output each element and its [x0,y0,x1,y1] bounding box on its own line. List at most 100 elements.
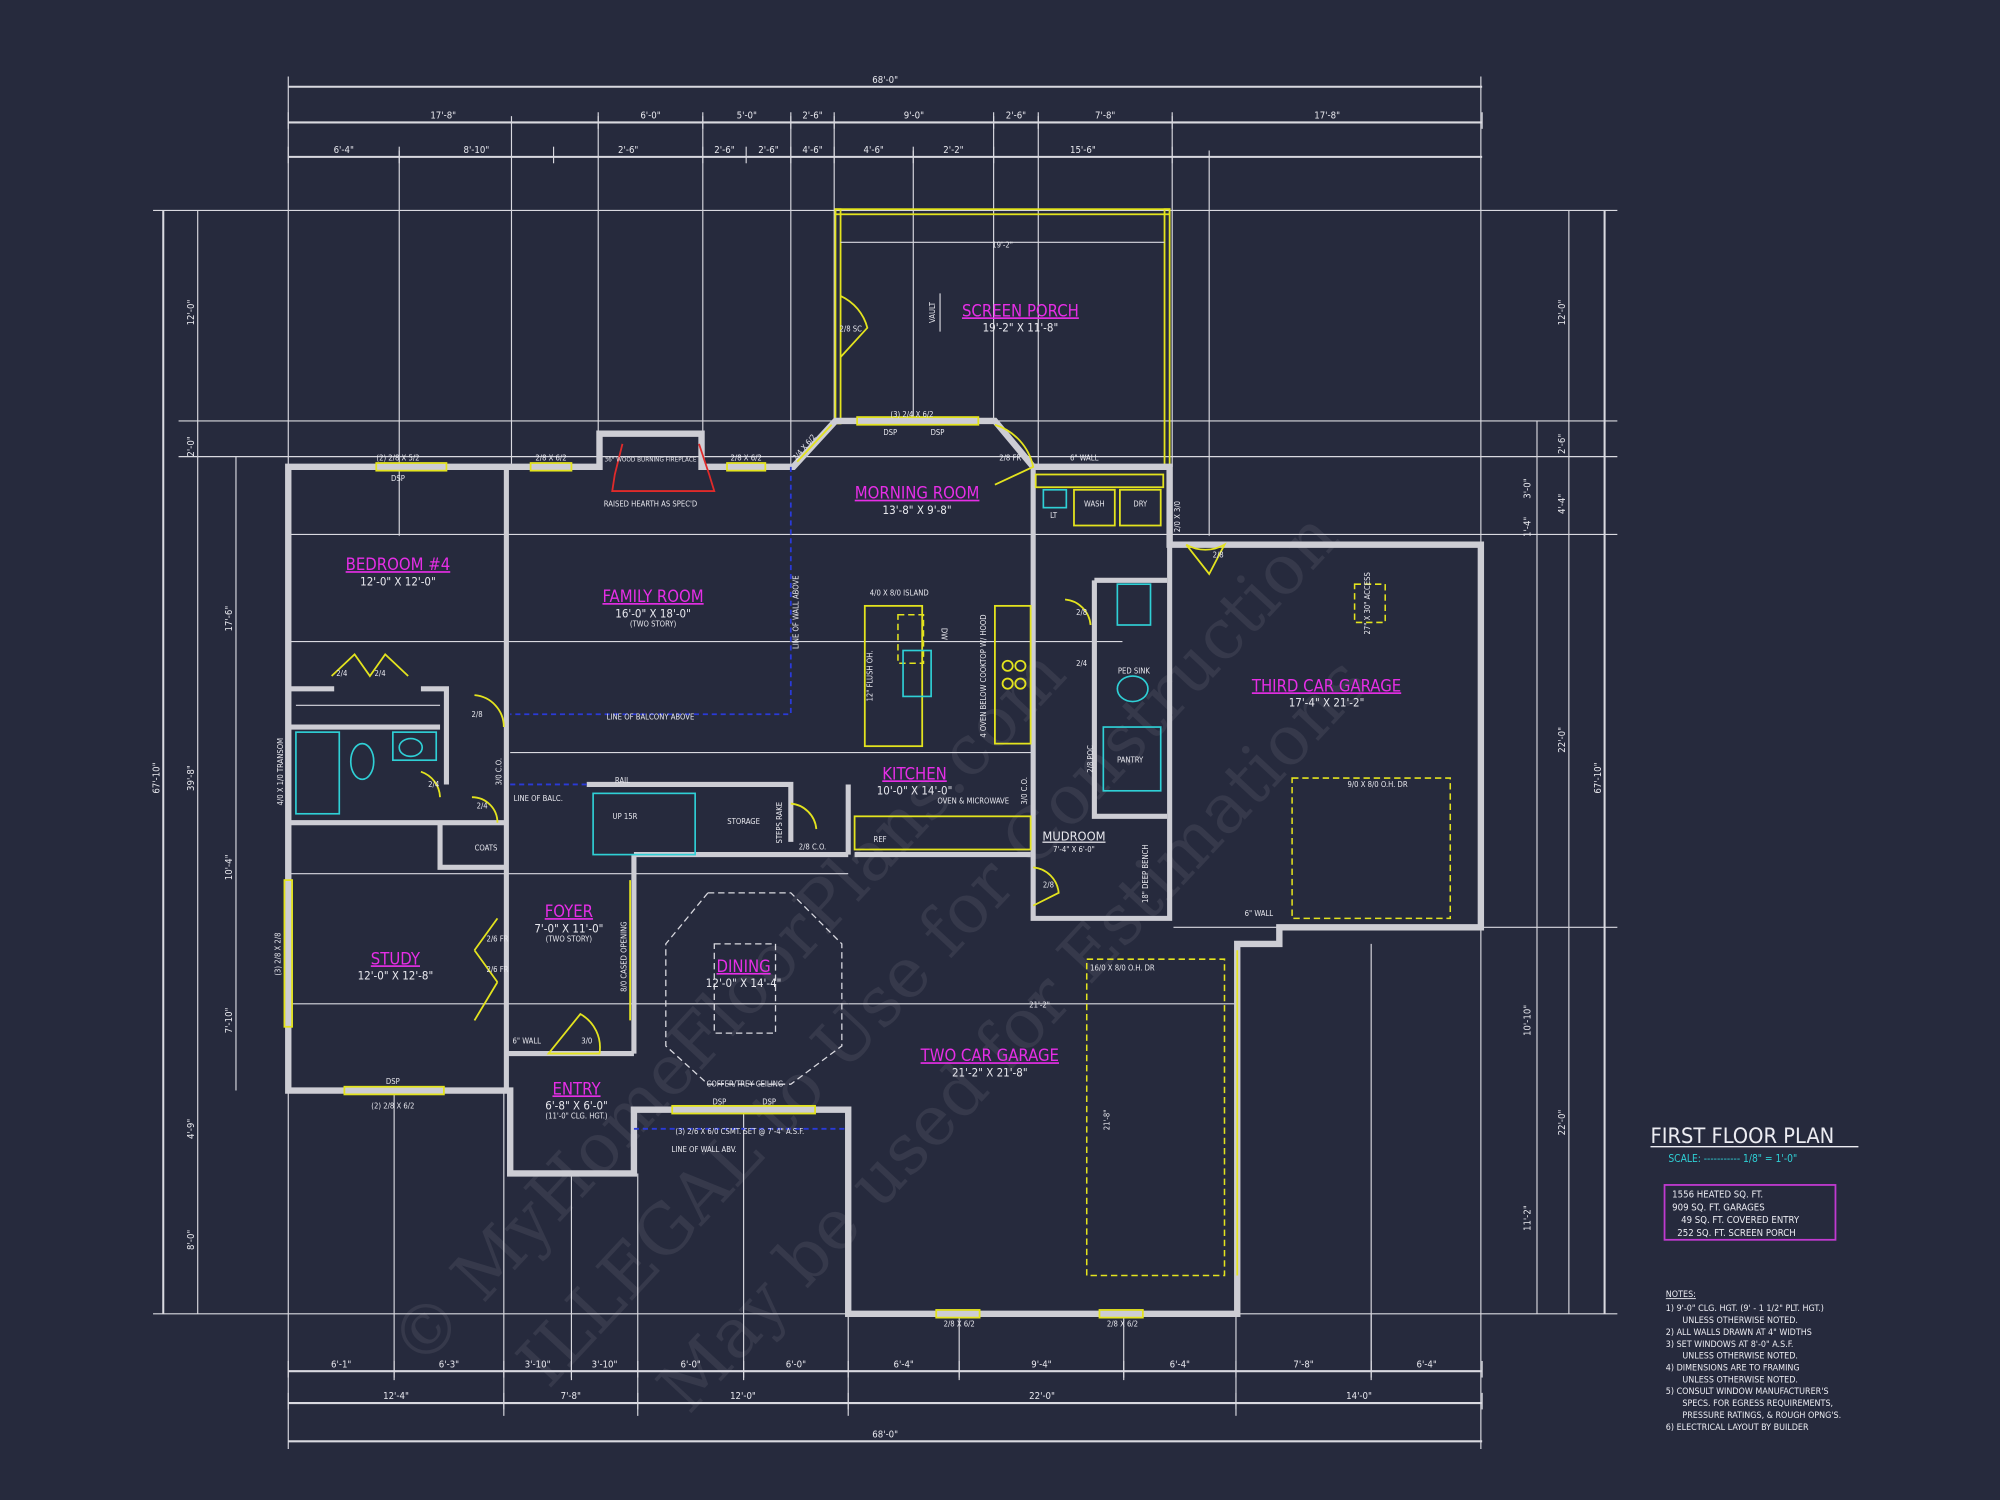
annotation: RAIL [615,776,630,785]
room-name: ENTRY [552,1079,601,1098]
annotation: 2/4 [1076,659,1087,668]
area-line: 1556 HEATED SQ. FT. [1672,1190,1763,1201]
note-line: UNLESS OTHERWISE NOTED. [1682,1316,1798,1326]
annotation: PED SINK [1118,666,1150,675]
room-size: 7'-0" X 11'-0" [534,921,603,935]
annotation: COFFER/TREY CEILING [707,1080,784,1089]
dimension-label: 11'-2" [1523,1205,1534,1231]
annotation: 2/6 FR [486,934,508,943]
dimension-label: 8'-0" [186,1230,197,1250]
dimension-label: 22'-0" [1029,1391,1055,1402]
dimension-label: 17'-8" [430,111,456,122]
room-name: KITCHEN [882,764,947,783]
dimension-label: 10'-4" [224,854,235,880]
area-line: 252 SQ. FT. SCREEN PORCH [1677,1228,1795,1239]
annotation: UP 15R [613,812,638,821]
dimension-label: 4'-9" [186,1119,197,1139]
annotation: 6" WALL [1245,909,1274,918]
room-size: 17'-4" X 21'-2" [1289,696,1365,710]
annotation: (3) 2/8 X 2/8 [274,933,283,976]
dimension-label: 22'-0" [1557,1110,1568,1136]
dimension-label: 68'-0" [872,75,898,86]
note-line: 6) ELECTRICAL LAYOUT BY BUILDER [1666,1423,1809,1433]
room-size: 6'-8" X 6'-0" [545,1099,607,1113]
dimension-label: 6'-0" [681,1359,701,1370]
annotation: RAISED HEARTH AS SPEC'D [604,499,697,508]
dimension-label: 12'-0" [186,300,197,326]
annotation: 8/0 CASED OPENING [619,921,628,991]
annotation: 18" DEEP BENCH [1141,844,1150,903]
annotation: 2/8 [1043,881,1054,890]
annotation: 3/0 C.O. [1020,777,1029,805]
annotation: 21'-2" [1029,1001,1050,1010]
dimension-label: 2'-6" [1006,111,1026,122]
room-note: (TWO STORY) [630,619,677,628]
doors [331,423,1239,1276]
note-line: PRESSURE RATINGS, & ROUGH OPNG'S. [1682,1411,1841,1421]
dimension-label: 15'-6" [1070,145,1096,156]
interior-walls [288,466,1173,1091]
dimension-label: 7'-8" [1095,111,1115,122]
annotation: 4/0 X 1/0 TRANSOM [276,738,285,806]
dimension-label: 6'-0" [640,111,660,122]
annotation: WASH [1084,499,1105,508]
dimension-label: 14'-0" [1346,1391,1372,1402]
dimension-label: 1'-4" [1523,517,1534,537]
annotation: 2/8 FR [999,453,1021,462]
annotation: LINE OF WALL ABOVE [791,575,800,649]
annotation: DSP [712,1098,726,1107]
annotation: DSP [931,428,945,437]
dimension-label: 2'-6" [618,145,638,156]
dimension-label: 2'-0" [186,436,197,456]
area-line: 49 SQ. FT. COVERED ENTRY [1681,1215,1800,1226]
room-name: DINING [717,957,771,976]
fireplace [611,443,716,492]
exterior-walls [285,417,1485,1317]
room-size: 10'-0" X 14'-0" [877,784,953,798]
room-size: 13'-8" X 9'-8" [883,503,952,517]
annotation: STEPS RAKE [775,802,784,844]
dimension-label: 6'-0" [786,1359,806,1370]
annotation: DSP [762,1098,776,1107]
area-line: 909 SQ. FT. GARAGES [1672,1202,1764,1213]
annotation: DRY [1133,499,1148,508]
windows [283,416,1144,1319]
annotation: 6" WALL [513,1036,542,1045]
annotation: 2/8 POC [1086,745,1095,773]
notes-heading: NOTES: [1666,1290,1696,1300]
room-name: BEDROOM #4 [346,555,451,574]
annotation: 21'-8" [1103,1110,1112,1131]
plan-title: FIRST FLOOR PLAN [1651,1124,1835,1149]
annotation: STORAGE [727,817,760,826]
room-size: 7'-4" X 6'-0" [1053,845,1095,854]
dimension-label: 12'-0" [1557,300,1568,326]
dimension-label: 2'-6" [1557,434,1568,454]
annotation: 2/0 X 3/0 [1173,501,1182,532]
title-block: FIRST FLOOR PLAN SCALE: ----------- 1/8"… [1651,1124,1859,1433]
room-size: 19'-2" X 11'-8" [983,321,1059,335]
dimension-lines [162,85,1606,1443]
room-name: STUDY [371,949,421,968]
annotation: 2/8 X 6/2 [535,453,566,462]
note-line: UNLESS OTHERWISE NOTED. [1682,1375,1798,1385]
annotation: 2/8 [1213,550,1224,559]
room-size: 12'-0" X 12'-8" [358,969,434,983]
annotation: 4 OVEN BELOW COOKTOP W/ HOOD [979,614,988,737]
room-bedroom-4: BEDROOM #412'-0" X 12'-0" [346,555,451,588]
room-size: 21'-2" X 21'-8" [952,1066,1028,1080]
annotation: 2/4 [375,669,386,678]
annotation: LINE OF BALC. [514,794,563,803]
annotation: LINE OF BALCONY ABOVE [607,712,695,721]
annotation: 3/0 [581,1036,592,1045]
dimension-label: 68'-0" [872,1430,898,1441]
annotation: 2/4 [477,802,488,811]
annotation: 3/0 C.O. [494,758,503,786]
room-size: 16'-0" X 18'-0" [615,606,691,620]
annotation: 2/8 X 6/2 [1107,1320,1138,1329]
dimension-label: 3'-0" [1523,478,1534,498]
